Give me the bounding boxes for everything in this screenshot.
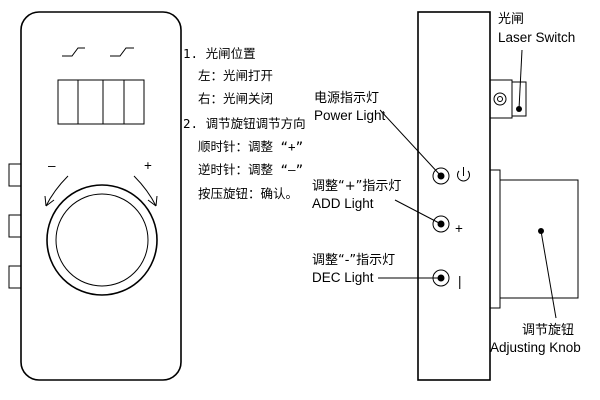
add-light <box>432 215 450 233</box>
cw-arrow-head <box>147 195 158 207</box>
side-view: + | <box>378 11 579 381</box>
item1-title: 1. 光闸位置 <box>183 46 256 61</box>
side-button-top <box>8 163 22 187</box>
item2-press: 按压旋钮：确认。 <box>198 186 298 201</box>
adjusting-knob-inner <box>55 193 149 287</box>
power-icon <box>457 167 470 182</box>
instructions: 1. 光闸位置 左：光闸打开 右：光闸关闭 2. 调节旋钮调节方向 顺时针：调整… <box>183 46 306 201</box>
item2-cw: 顺时针：调整 “+” <box>198 139 303 154</box>
side-housing <box>417 11 491 381</box>
dec-symbol: | <box>458 274 462 289</box>
item1-left: 左：光闸打开 <box>198 68 273 83</box>
side-labels: 光闸 Laser Switch 电源指示灯 Power Light 调整“+”指… <box>312 12 581 355</box>
front-housing <box>20 11 182 381</box>
add-symbol: + <box>455 221 463 236</box>
laser-switch-base <box>489 79 513 119</box>
ccw-arrow <box>45 175 69 207</box>
dec-light-label-en: DEC Light <box>312 270 374 285</box>
dec-light-label-cn: 调整“-”指示灯 <box>312 253 395 268</box>
cw-arrow <box>133 175 157 207</box>
item2-ccw: 逆时针：调整 “–” <box>198 162 303 177</box>
minus-symbol: – <box>48 158 56 173</box>
knob-body[interactable] <box>499 179 579 299</box>
laser-switch-leader <box>518 49 523 110</box>
knob-label-en: Adjusting Knob <box>490 340 581 355</box>
laser-switch-screw <box>493 92 507 106</box>
add-light-label-en: ADD Light <box>312 196 374 211</box>
power-light-label-en: Power Light <box>314 108 386 123</box>
shutter-thumb[interactable] <box>102 79 125 125</box>
side-button-middle <box>8 214 22 238</box>
shutter-closed-symbol <box>110 47 134 57</box>
power-light-leader <box>379 109 442 177</box>
add-light-label-cn: 调整“+”指示灯 <box>312 179 401 194</box>
knob-label-cn: 调节旋钮 <box>522 323 574 338</box>
side-button-bottom <box>8 265 22 289</box>
plus-symbol: + <box>144 158 152 173</box>
laser-switch-lever[interactable] <box>511 81 527 117</box>
power-light-label-cn: 电源指示灯 <box>314 91 379 106</box>
knob-leader <box>540 230 557 319</box>
ccw-arrow-head <box>44 195 55 207</box>
laser-switch-label-en: Laser Switch <box>498 30 575 45</box>
item1-right: 右：光闸关闭 <box>198 91 273 106</box>
power-light <box>432 167 450 185</box>
knob-collar <box>489 169 501 309</box>
item2-title: 2. 调节旋钮调节方向 <box>183 116 306 131</box>
add-light-leader <box>394 199 442 225</box>
front-view: – + <box>8 11 182 381</box>
shutter-open-symbol <box>62 47 85 57</box>
adjusting-knob-outer[interactable] <box>46 184 158 296</box>
laser-switch-label-cn: 光闸 <box>498 12 524 27</box>
shutter-slider[interactable] <box>57 79 145 125</box>
